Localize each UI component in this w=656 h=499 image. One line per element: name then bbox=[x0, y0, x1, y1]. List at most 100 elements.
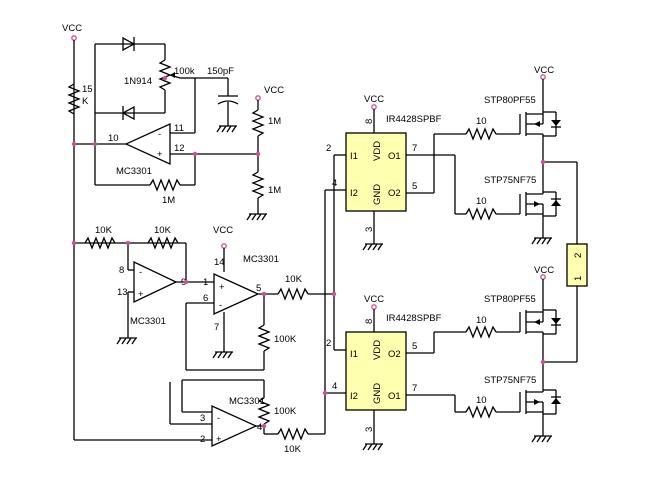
rg2-label: 10 bbox=[476, 196, 487, 207]
drv1-pin4: 4 bbox=[332, 178, 337, 189]
r1m-bottom-label: 1M bbox=[268, 185, 281, 196]
drv1-pin2: 2 bbox=[326, 143, 331, 154]
u4-plus: + bbox=[216, 434, 222, 445]
u4-part-label: MC3301 bbox=[229, 396, 265, 407]
q1-part-label: STP80PF55 bbox=[484, 95, 536, 106]
drv2-out2: O2 bbox=[388, 349, 401, 360]
u3-plus: + bbox=[219, 282, 225, 293]
vcc-label-drv2: VCC bbox=[364, 294, 384, 305]
drv1-pin5: 5 bbox=[412, 181, 417, 192]
pin4: 4 bbox=[257, 422, 262, 433]
u1-minus: - bbox=[158, 129, 161, 140]
drv1-in2: I2 bbox=[350, 188, 358, 199]
pot-label: 100k bbox=[174, 66, 195, 77]
resistor-1m-bottom bbox=[251, 171, 265, 199]
drv2-out1: O1 bbox=[388, 391, 401, 402]
pin7: 7 bbox=[214, 322, 219, 333]
mosfet-q1 bbox=[519, 111, 561, 137]
opamp-u3 bbox=[213, 272, 260, 316]
mosfet-q3 bbox=[519, 309, 561, 335]
resistor-10k-b bbox=[147, 236, 179, 250]
pin5: 5 bbox=[256, 283, 261, 294]
pin3: 3 bbox=[200, 413, 205, 424]
drv2-pin8: 8 bbox=[364, 319, 375, 324]
q2-part-label: STP75NF75 bbox=[484, 175, 536, 186]
pin8: 8 bbox=[119, 265, 124, 276]
driver-chip-1: I1 I2 O1 O2 VDD GND bbox=[345, 132, 407, 212]
pin2: 2 bbox=[200, 434, 205, 445]
drv1-in1: I1 bbox=[350, 151, 358, 162]
cap-label: 150pF bbox=[207, 66, 234, 77]
drv2-in1: I1 bbox=[350, 349, 358, 360]
drv2-gnd: GND bbox=[372, 383, 383, 404]
pin11: 11 bbox=[174, 123, 184, 134]
pin12: 12 bbox=[174, 143, 185, 154]
opamp-u2 bbox=[133, 260, 178, 304]
r1m-top-label: 1M bbox=[268, 116, 281, 127]
diode-label: 1N914 bbox=[124, 76, 152, 87]
r100k-upper-label: 100K bbox=[274, 334, 297, 345]
u3-part-label: MC3301 bbox=[243, 254, 279, 265]
pin13: 13 bbox=[117, 287, 128, 298]
r15k-label-a: 15 bbox=[82, 84, 93, 95]
r15k-label-b: K bbox=[82, 96, 89, 107]
drv1-pin3: 3 bbox=[364, 227, 375, 232]
gate-resistor-1 bbox=[465, 127, 497, 141]
drv2-pin2: 2 bbox=[326, 338, 331, 349]
load-pin1: 1 bbox=[573, 276, 584, 281]
drv2-pin4: 4 bbox=[332, 381, 337, 392]
gate-resistor-2 bbox=[465, 207, 497, 221]
junction-dots bbox=[71, 75, 546, 429]
vcc-label-q3: VCC bbox=[534, 265, 554, 276]
drv2-pin5: 5 bbox=[412, 341, 417, 352]
drv1-pin8: 8 bbox=[364, 119, 375, 124]
rg3-label: 10 bbox=[476, 315, 487, 326]
rg4-label: 10 bbox=[476, 395, 487, 406]
driver-chip-2: I1 I2 O2 O1 VDD GND bbox=[345, 331, 407, 411]
resistor-15k bbox=[67, 83, 81, 115]
gate-resistor-4 bbox=[465, 405, 497, 419]
u3-minus: - bbox=[219, 300, 222, 311]
pin1: 1 bbox=[203, 277, 208, 288]
drv1-part-label: IR4428SPBF bbox=[386, 114, 442, 125]
pin9: 9 bbox=[181, 277, 186, 288]
drv1-out1: O1 bbox=[388, 151, 401, 162]
drv1-gnd: GND bbox=[372, 184, 383, 205]
drv1-out2: O2 bbox=[388, 188, 401, 199]
rg1-label: 10 bbox=[476, 116, 487, 127]
opamp-u4 bbox=[211, 404, 258, 448]
resistor-10k-upper-out bbox=[277, 287, 309, 301]
pin14: 14 bbox=[214, 257, 225, 268]
resistor-10k-a bbox=[84, 236, 116, 250]
opamp-u1 bbox=[124, 122, 171, 166]
mosfet-q4 bbox=[519, 389, 561, 415]
vcc-label-u3: VCC bbox=[213, 225, 233, 236]
mosfet-q2 bbox=[519, 191, 561, 217]
potentiometer-100k bbox=[158, 59, 172, 91]
u2-part-label: MC3301 bbox=[130, 316, 166, 327]
u2-plus: + bbox=[138, 289, 144, 300]
drv2-vdd: VDD bbox=[372, 340, 383, 360]
drv1-vdd: VDD bbox=[372, 141, 383, 161]
drv1-pin7: 7 bbox=[412, 143, 417, 154]
diode-top bbox=[122, 36, 136, 52]
drv2-part-label: IR4428SPBF bbox=[386, 313, 442, 324]
r1m-fb-label: 1M bbox=[162, 195, 175, 206]
vcc-label-drv1: VCC bbox=[364, 94, 384, 105]
resistor-1m-top bbox=[251, 109, 265, 137]
u2-minus: - bbox=[139, 267, 142, 278]
drv2-pin7: 7 bbox=[412, 383, 417, 394]
load-pin2: 2 bbox=[573, 253, 584, 258]
resistor-1m-feedback bbox=[149, 178, 181, 192]
r10k-b-label: 10K bbox=[154, 225, 172, 236]
r10k-a-label: 10K bbox=[95, 225, 113, 236]
pin6: 6 bbox=[203, 293, 208, 304]
r100k-lower-label: 100K bbox=[274, 406, 297, 417]
q4-part-label: STP75NF75 bbox=[484, 375, 536, 386]
vcc-label-left: VCC bbox=[62, 23, 82, 34]
u4-minus: - bbox=[217, 413, 220, 424]
r10k-upper-out-label: 10K bbox=[285, 274, 303, 285]
vcc-label-q1: VCC bbox=[534, 65, 554, 76]
vcc-label-divider: VCC bbox=[264, 85, 284, 96]
resistor-100k-lower bbox=[257, 397, 271, 425]
